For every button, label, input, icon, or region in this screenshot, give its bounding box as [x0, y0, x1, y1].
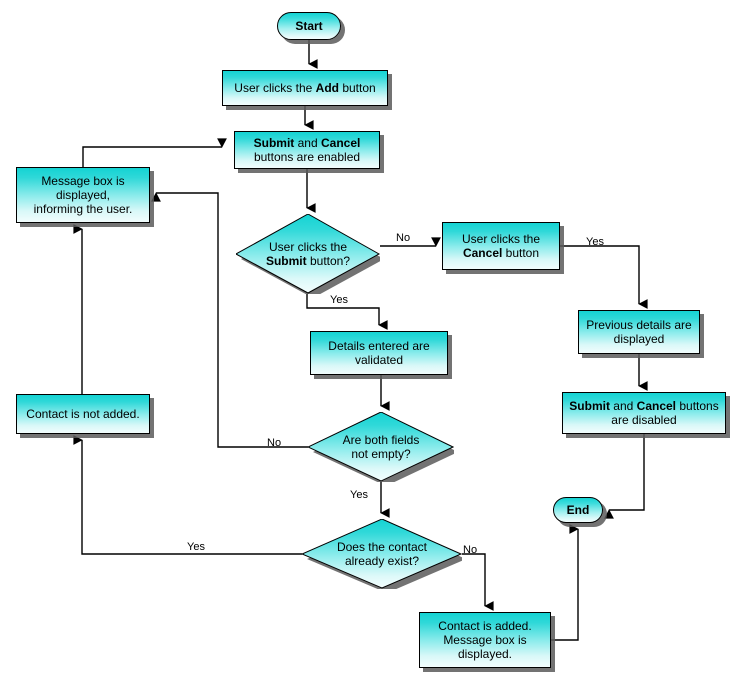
edge-label-yes-submit: Yes	[330, 294, 348, 306]
start-terminator-label: Start	[295, 19, 323, 33]
edge-cancel-yes-to-previous	[560, 245, 648, 309]
edge-label-yes-exists: Yes	[187, 541, 205, 553]
edge-label-no-exists: No	[463, 544, 478, 556]
edge-label-yes-fields: Yes	[350, 489, 368, 501]
end-terminator: End	[553, 497, 603, 523]
are-both-fields-not-empty-decision-shape	[308, 412, 454, 482]
edge-msgbox-to-enabled	[82, 138, 227, 167]
edge-label-yes-cancel: Yes	[586, 236, 604, 248]
end-terminator-label: End	[566, 503, 590, 517]
user-clicks-add-button-process: User clicks the Add button	[222, 70, 388, 106]
edge-fields-no-to-msgbox	[151, 192, 308, 448]
contact-not-added-process-label: Contact is not added.	[26, 407, 140, 421]
contact-not-added-process: Contact is not added.	[16, 394, 150, 434]
user-clicks-submit-decision-shape	[236, 214, 380, 294]
user-clicks-add-button-process-label: User clicks the Add button	[234, 81, 376, 95]
start-terminator: Start	[277, 12, 341, 40]
edge-submit-yes-to-validate	[306, 294, 388, 330]
edge-added-to-end	[551, 524, 579, 641]
edge-label-no-submit: No	[396, 232, 411, 244]
edge-label-no-fields: No	[267, 437, 282, 449]
does-contact-already-exist-decision-shape	[302, 519, 462, 589]
edge-exists-yes-to-notadded	[73, 435, 302, 555]
edge-disabled-to-end	[604, 434, 645, 519]
edge-exists-no-to-added	[462, 553, 494, 611]
